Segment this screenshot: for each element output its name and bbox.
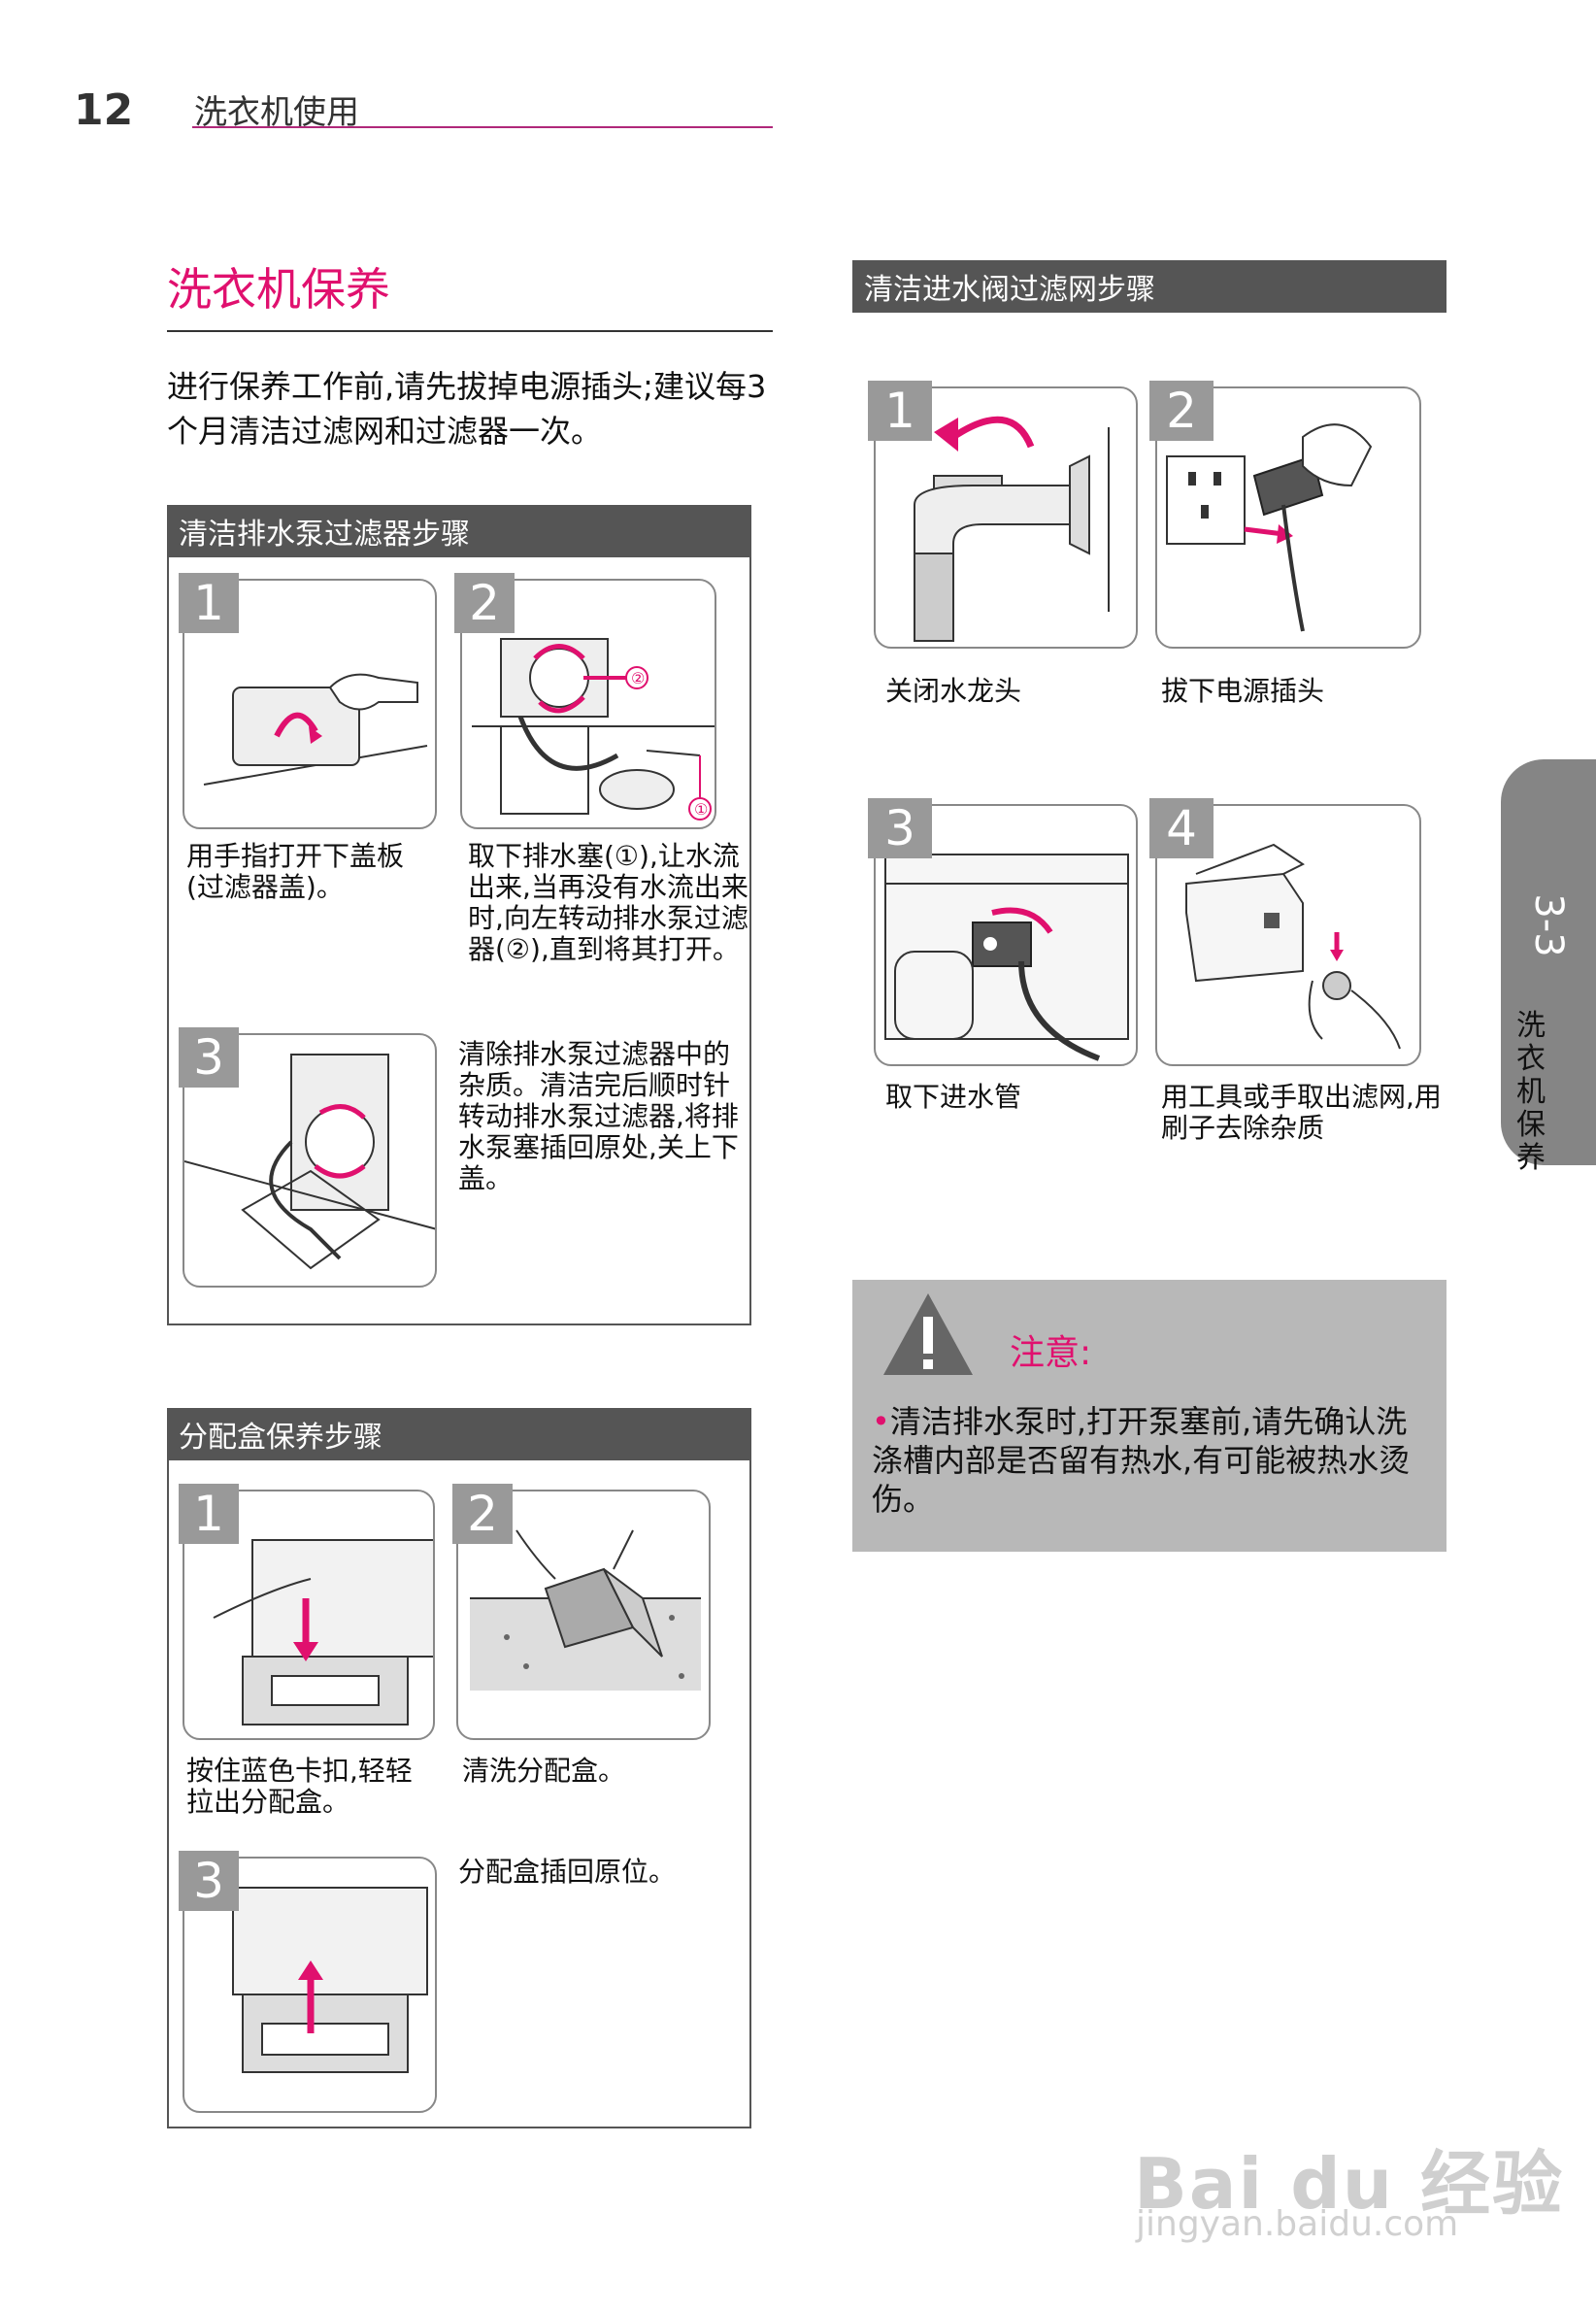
- filter-cover-illustration: [203, 673, 428, 786]
- inlet-step3-number: 3: [868, 798, 932, 858]
- wash-drawer-illustration: [470, 1529, 701, 1691]
- section-title: 洗衣机保养: [167, 263, 390, 316]
- drain-step3-illustration: [183, 1033, 437, 1288]
- inlet-step1-text: 关闭水龙头: [885, 675, 1022, 707]
- pull-drawer-illustration: [213, 1539, 433, 1726]
- inlet-step3-text: 取下进水管: [885, 1081, 1022, 1113]
- inlet-step4-number: 4: [1149, 798, 1214, 858]
- unplug-illustration: [1166, 423, 1373, 632]
- inlet-step1-number: 1: [868, 381, 932, 441]
- drain-step1-text: 用手指打开下盖板(过滤器盖)。: [186, 840, 405, 903]
- caution-text: 清洁排水泵时,打开泵塞前,请先确认洗涤槽内部是否留有热水,有可能被热水烫伤。: [872, 1403, 1411, 1518]
- caution-title: 注意:: [1010, 1333, 1092, 1373]
- side-tab-code: 3-3: [1526, 893, 1571, 957]
- drain-step2-text: 取下排水塞(①),让水流出来,当再没有水流出来时,向左转动排水泵过滤器(②),直…: [468, 840, 748, 965]
- chapter-title: 洗衣机使用: [194, 93, 359, 132]
- remove-filter-illustration: [1185, 843, 1401, 1050]
- marker-2: ②: [631, 669, 645, 687]
- marker-1: ①: [694, 800, 708, 819]
- caution-text-block: •清洁排水泵时,打开泵塞前,请先确认洗涤槽内部是否留有热水,有可能被热水烫伤。: [872, 1402, 1435, 1519]
- inlet-step2-number: 2: [1149, 381, 1214, 441]
- page-number: 12: [74, 85, 134, 135]
- bullet-dot: •: [872, 1403, 890, 1440]
- inlet-step4-text: 用工具或手取出滤网,用刷子去除杂质: [1161, 1081, 1442, 1144]
- intro-text: 进行保养工作前,请先拔掉电源插头;建议每3个月清洁过滤网和过滤器一次。: [167, 368, 767, 450]
- dispenser-step3-text: 分配盒插回原位。: [458, 1856, 677, 1888]
- caution-box: [852, 1280, 1446, 1552]
- insert-drawer-illustration: [232, 1887, 428, 2073]
- drain-plug-illustration: ② ①: [472, 638, 715, 821]
- warning-icon: [883, 1293, 973, 1375]
- dispenser-step1-text: 按住蓝色卡扣,轻轻拉出分配盒。: [186, 1755, 413, 1818]
- dispenser-step2-illustration: [456, 1490, 711, 1740]
- watermark-url: jingyan.baidu.com: [1136, 2204, 1459, 2244]
- dispenser-step2-number: 2: [452, 1484, 513, 1544]
- dispenser-step3-number: 3: [179, 1851, 239, 1911]
- drain-step2-number: 2: [454, 573, 515, 633]
- inlet-step2-text: 拔下电源插头: [1161, 675, 1325, 707]
- drain-step3-text: 清除排水泵过滤器中的杂质。清洁完后顺时针转动排水泵过滤器,将排水泵塞插回原处,关…: [458, 1038, 739, 1194]
- inlet-step3-illustration: [874, 804, 1138, 1066]
- dispenser-step1-number: 1: [179, 1484, 239, 1544]
- dispenser-heading: 分配盒保养步骤: [167, 1408, 751, 1460]
- title-underline: [167, 330, 773, 332]
- pump-filter-illustration: [184, 1054, 435, 1270]
- remove-hose-illustration: [884, 854, 1129, 1061]
- side-tab: [1501, 759, 1596, 1165]
- inlet-filter-heading: 清洁进水阀过滤网步骤: [852, 260, 1446, 313]
- drain-step1-number: 1: [179, 573, 239, 633]
- faucet-illustration: [914, 416, 1110, 642]
- drain-step3-number: 3: [179, 1027, 239, 1088]
- inlet-step1-illustration: [874, 386, 1138, 649]
- side-tab-label: 洗衣机保养: [1516, 1009, 1546, 1175]
- dispenser-step1-illustration: [183, 1490, 435, 1740]
- drain-pump-heading: 清洁排水泵过滤器步骤: [167, 505, 751, 557]
- chapter-underline: [192, 126, 773, 128]
- watermark-logo: Bai du 经验: [1134, 2143, 1565, 2225]
- dispenser-step2-text: 清洗分配盒。: [462, 1755, 626, 1787]
